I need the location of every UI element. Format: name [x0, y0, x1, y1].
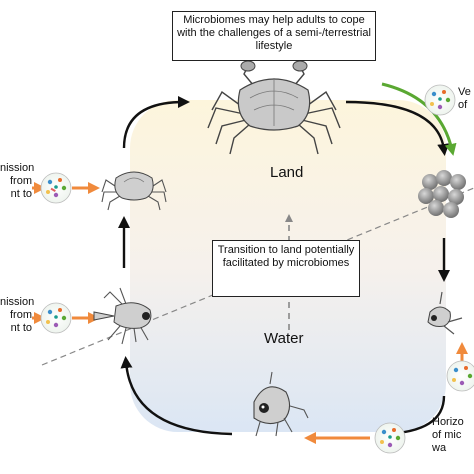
water-label: Water	[264, 330, 304, 347]
arrow-juvenile-to-adult	[122, 96, 190, 149]
adult-microbiome-textbox: Microbiomes may help adults to cope with…	[172, 11, 376, 61]
left-top-text: nission from nt to	[0, 162, 35, 200]
egg-cluster-icon	[418, 170, 466, 218]
adult-crab-icon	[207, 60, 341, 155]
arrow-larva-to-megalopa	[120, 356, 233, 436]
left-bottom-text: nission from nt to	[0, 296, 35, 334]
zoea-larva-icon	[427, 291, 463, 335]
right-top-text: Ve of	[458, 86, 471, 111]
zoea-larva-bottom-icon	[253, 371, 309, 437]
microbiome-sphere-icon	[446, 360, 474, 392]
microbiome-sphere-icon	[40, 172, 72, 204]
land-label: Land	[270, 164, 304, 181]
transition-text: Transition to land potentially facilitat…	[217, 244, 355, 269]
transition-textbox: Transition to land potentially facilitat…	[212, 240, 360, 297]
microbiome-sphere-icon	[374, 422, 406, 454]
megalopa-larva-icon	[93, 287, 152, 345]
right-bottom-text: Horizo of mic wa	[432, 416, 464, 454]
adult-microbiome-text: Microbiomes may help adults to cope with…	[177, 14, 371, 52]
microbiome-sphere-icon	[40, 302, 72, 334]
juvenile-crab-icon	[101, 171, 167, 211]
arrow-adult-to-eggs	[345, 100, 450, 156]
microbiome-sphere-icon	[424, 84, 456, 116]
